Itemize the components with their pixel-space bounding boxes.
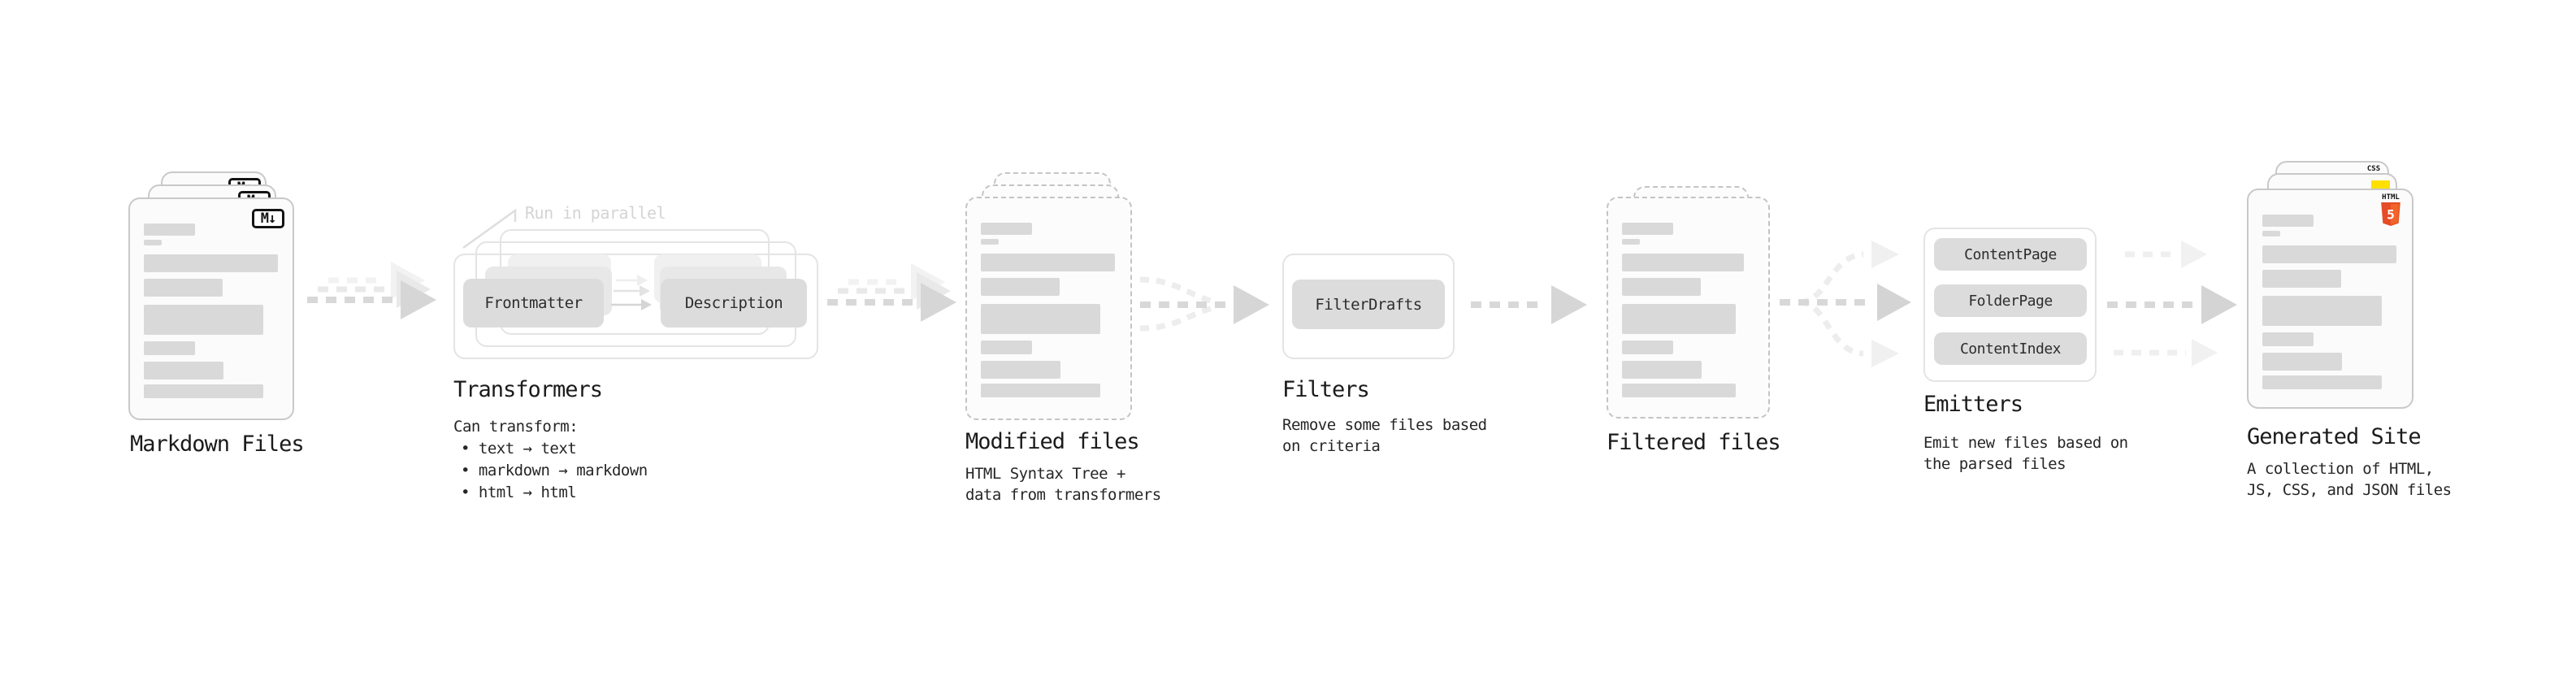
filters-title: Filters [1282,377,1370,402]
svg-text:5: 5 [2387,206,2395,222]
placeholder-bar [1622,384,1736,397]
markdown-icon: M↓ [252,209,284,228]
placeholder-bar [981,384,1100,397]
emitters-subtitle: Emit new files based on the parsed files [1923,434,2128,473]
filters-subtitle: Remove some files based on criteria [1282,416,1487,455]
doc-page-front [965,197,1132,420]
doc-page-front: M↓ [128,197,294,420]
placeholder-bar [981,254,1115,271]
placeholder-bar [1622,361,1702,379]
placeholder-bar [2262,353,2342,371]
transformers-notes: Can transform: • text → text • markdown … [453,416,648,504]
placeholder-bar [144,254,278,272]
emitter-chip: FolderPage [1934,284,2087,317]
note-line: • markdown → markdown [461,462,648,479]
transformers-title: Transformers [453,377,603,402]
placeholder-bar [2262,245,2396,263]
emitters-title: Emitters [1923,392,2023,417]
placeholder-bar [2262,375,2382,389]
run-in-parallel-note: Run in parallel [525,203,666,223]
transformer-layer-outline-front [453,254,818,359]
emitter-chip: ContentPage [1934,238,2087,271]
placeholder-bar [144,240,162,245]
generated-site-subtitle: A collection of HTML, JS, CSS, and JSON … [2247,460,2452,499]
arrow-emitters-to-site [2107,241,2237,367]
arrow-transformers-to-modified [827,263,956,322]
emitters-outline [1923,228,2097,382]
placeholder-bar [144,341,195,355]
markdown-files-title: Markdown Files [130,432,305,457]
placeholder-bar [144,384,263,398]
doc-content-placeholder [1622,223,1744,397]
arrow-filters-to-filtered [1471,285,1587,324]
arrow-markdown-to-transformers [307,262,436,319]
placeholder-bar [144,223,195,236]
placeholder-bar [981,304,1100,334]
generated-site-section: CSS HTML 5 [2247,161,2413,409]
modified-files-subtitle: HTML Syntax Tree + data from transformer… [965,465,1161,504]
placeholder-bar [144,279,223,297]
doc-page-front [1607,197,1770,419]
generated-site-title: Generated Site [2247,424,2422,449]
frontmatter-chip: Frontmatter [463,279,604,327]
emitter-chip: ContentIndex [1934,332,2087,365]
modified-files-title: Modified files [965,429,1140,454]
placeholder-bar [2262,231,2280,236]
placeholder-bar [2262,270,2341,288]
placeholder-bar [1622,278,1701,296]
note-line: • html → html [461,484,577,501]
description-chip: Description [661,279,807,327]
markdown-files-section: M↓ M↓ M↓ [128,171,294,420]
placeholder-bar [981,239,999,245]
doc-content-placeholder [2262,215,2396,389]
filtered-files-title: Filtered files [1607,430,1781,455]
js-icon [2371,180,2390,189]
placeholder-bar [1622,254,1744,271]
filters-outline [1282,254,1455,359]
placeholder-bar [144,362,223,380]
placeholder-bar [981,278,1060,296]
placeholder-bar [1622,223,1673,235]
placeholder-bar [2262,332,2314,346]
placeholder-bar [1622,239,1640,245]
filtered-files-section [1607,186,1770,420]
placeholder-bar [981,340,1032,354]
placeholder-bar [1622,340,1673,354]
note-line: • text → text [461,440,577,458]
arrow-filtered-to-emitters [1780,241,1911,367]
doc-content-placeholder [144,223,278,398]
placeholder-bar [2262,215,2314,227]
html5-icon: HTML 5 [2379,194,2402,226]
placeholder-bar [2262,296,2382,326]
placeholder-bar [981,223,1032,235]
placeholder-bar [1622,304,1736,334]
modified-files-section [965,172,1132,420]
doc-page-front: HTML 5 [2247,189,2413,409]
note-line: Can transform: [453,418,579,436]
placeholder-bar [981,361,1060,379]
arrow-modified-to-filters [1139,276,1269,332]
placeholder-bar [144,305,263,335]
doc-content-placeholder [981,223,1115,397]
filter-drafts-chip: FilterDrafts [1292,280,1445,329]
